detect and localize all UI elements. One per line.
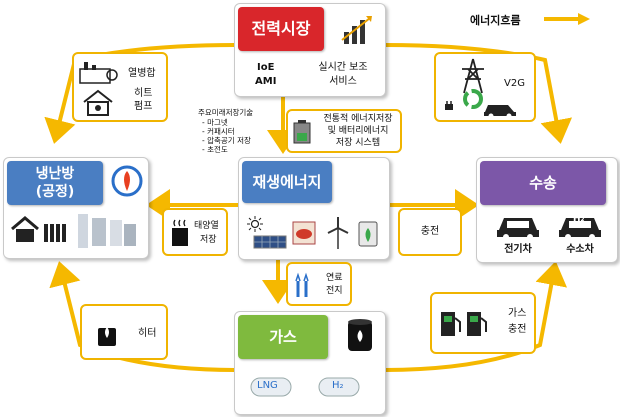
gas-pump-icon <box>467 312 487 336</box>
charging-node: 충전 <box>398 208 462 256</box>
h2-car-label: 수소차 <box>566 244 594 255</box>
h2-tank-label: H₂ <box>332 380 344 391</box>
realtime-service-line1: 실시간 보조 <box>318 62 368 73</box>
fuel-cell-icon <box>295 272 309 297</box>
storage-tech-item: - 압축공기 저장 <box>202 136 251 145</box>
gas-charge-line1: 가스 <box>508 308 527 319</box>
biomass-icon <box>292 221 316 245</box>
legend: 에너지흐름 <box>470 10 600 28</box>
heat-label: 히트 <box>134 88 153 99</box>
electric-car-icon <box>497 218 539 240</box>
heating-title: 냉난방 (공정) <box>7 161 103 205</box>
recycle-arrows-icon <box>463 89 483 109</box>
radiator-icon <box>44 224 66 242</box>
chp-heatpump-node: 열병합 히트 펌프 <box>72 52 168 122</box>
transport-title: 수송 <box>480 161 606 205</box>
flame-snowflake-icon <box>111 165 143 197</box>
power-market-title: 전력시장 <box>238 7 324 51</box>
heat-tank-icon <box>172 219 188 246</box>
storage-tech-item: - 마그넷 <box>202 118 228 127</box>
energy-storage-node: 전통적 에너지저장 및 배터리에너지 저장 시스템 <box>286 109 402 153</box>
pump-label: 펌프 <box>134 101 153 112</box>
appliances-icon <box>78 214 136 248</box>
power-market-hub: 전력시장 IoE AMI 실시간 보조 서비스 <box>234 3 386 97</box>
heating-hub: 냉난방 (공정) <box>3 157 149 259</box>
solar-thermal-node: 태양열 저장 <box>162 208 228 256</box>
storage-line1: 전통적 에너지저장 <box>323 114 393 124</box>
transport-hub: 수송 H₂ 전기차 수소차 <box>476 157 618 263</box>
bar-chart-icon <box>341 16 372 44</box>
realtime-service-line2: 서비스 <box>329 76 357 87</box>
fuel-cell-node: 연료 전지 <box>286 262 352 306</box>
ami-label: AMI <box>255 76 277 87</box>
wind-turbine-icon <box>327 217 349 249</box>
renewable-hub: 재생에너지 <box>238 157 390 260</box>
storage-tank-icon <box>318 377 360 397</box>
storage-tech-item: - 초전도 <box>202 145 228 154</box>
oil-barrel-icon <box>348 319 372 351</box>
future-storage-tech: 주요미래저장기술 - 마그넷 - 커패시터 - 압축공기 저장 - 초전도 <box>198 108 278 154</box>
h2-badge: H₂ <box>573 214 585 224</box>
solar-thermal-line2: 저장 <box>200 235 217 245</box>
ev-label: 전기차 <box>504 244 532 255</box>
power-tower-icon <box>462 58 484 94</box>
battery-storage-icon <box>293 120 311 144</box>
renewable-title: 재생에너지 <box>242 161 332 203</box>
bio-fuel-icon <box>358 221 378 247</box>
gas-charge-line2: 충전 <box>508 324 527 335</box>
gas-hub: 가스 LNG H₂ <box>234 311 386 415</box>
legend-arrow-icon <box>544 13 590 25</box>
heater-node: 히터 <box>80 304 168 360</box>
gas-pump-icon <box>441 312 461 336</box>
arrow-power-transport <box>383 43 573 144</box>
house-icon <box>11 216 39 242</box>
factory-icon <box>79 62 118 84</box>
ioe-label: IoE <box>257 62 275 73</box>
storage-tank-icon <box>250 377 292 397</box>
charging-label: 충전 <box>420 226 440 237</box>
heating-title-line1: 냉난방 <box>35 166 75 182</box>
storage-tech-item: - 커패시터 <box>202 127 235 136</box>
legend-label: 에너지흐름 <box>470 14 521 27</box>
chp-label: 열병합 <box>128 68 156 79</box>
solar-panel-icon <box>253 235 287 249</box>
heater-icon <box>98 327 116 346</box>
heating-title-line2: (공정) <box>35 184 75 200</box>
v2g-node: V2G <box>434 52 536 122</box>
lng-tank-label: LNG <box>257 380 278 391</box>
storage-line2: 및 배터리에너지 <box>327 126 389 136</box>
plug-icon <box>445 101 453 110</box>
fuel-cell-line1: 연료 <box>326 273 343 283</box>
heater-label: 히터 <box>138 328 157 339</box>
sun-icon <box>247 216 263 232</box>
fuel-cell-line2: 전지 <box>326 286 343 296</box>
storage-line3: 저장 시스템 <box>335 138 381 148</box>
gas-charging-node: 가스 충전 <box>430 292 536 354</box>
gas-title: 가스 <box>238 315 328 359</box>
car-icon <box>484 105 516 118</box>
v2g-label: V2G <box>504 78 525 89</box>
hydrogen-car-icon <box>559 218 601 240</box>
house-heat-icon <box>83 89 113 116</box>
solar-thermal-line1: 태양열 <box>194 221 219 231</box>
future-storage-title: 주요미래저장기술 <box>198 108 254 117</box>
